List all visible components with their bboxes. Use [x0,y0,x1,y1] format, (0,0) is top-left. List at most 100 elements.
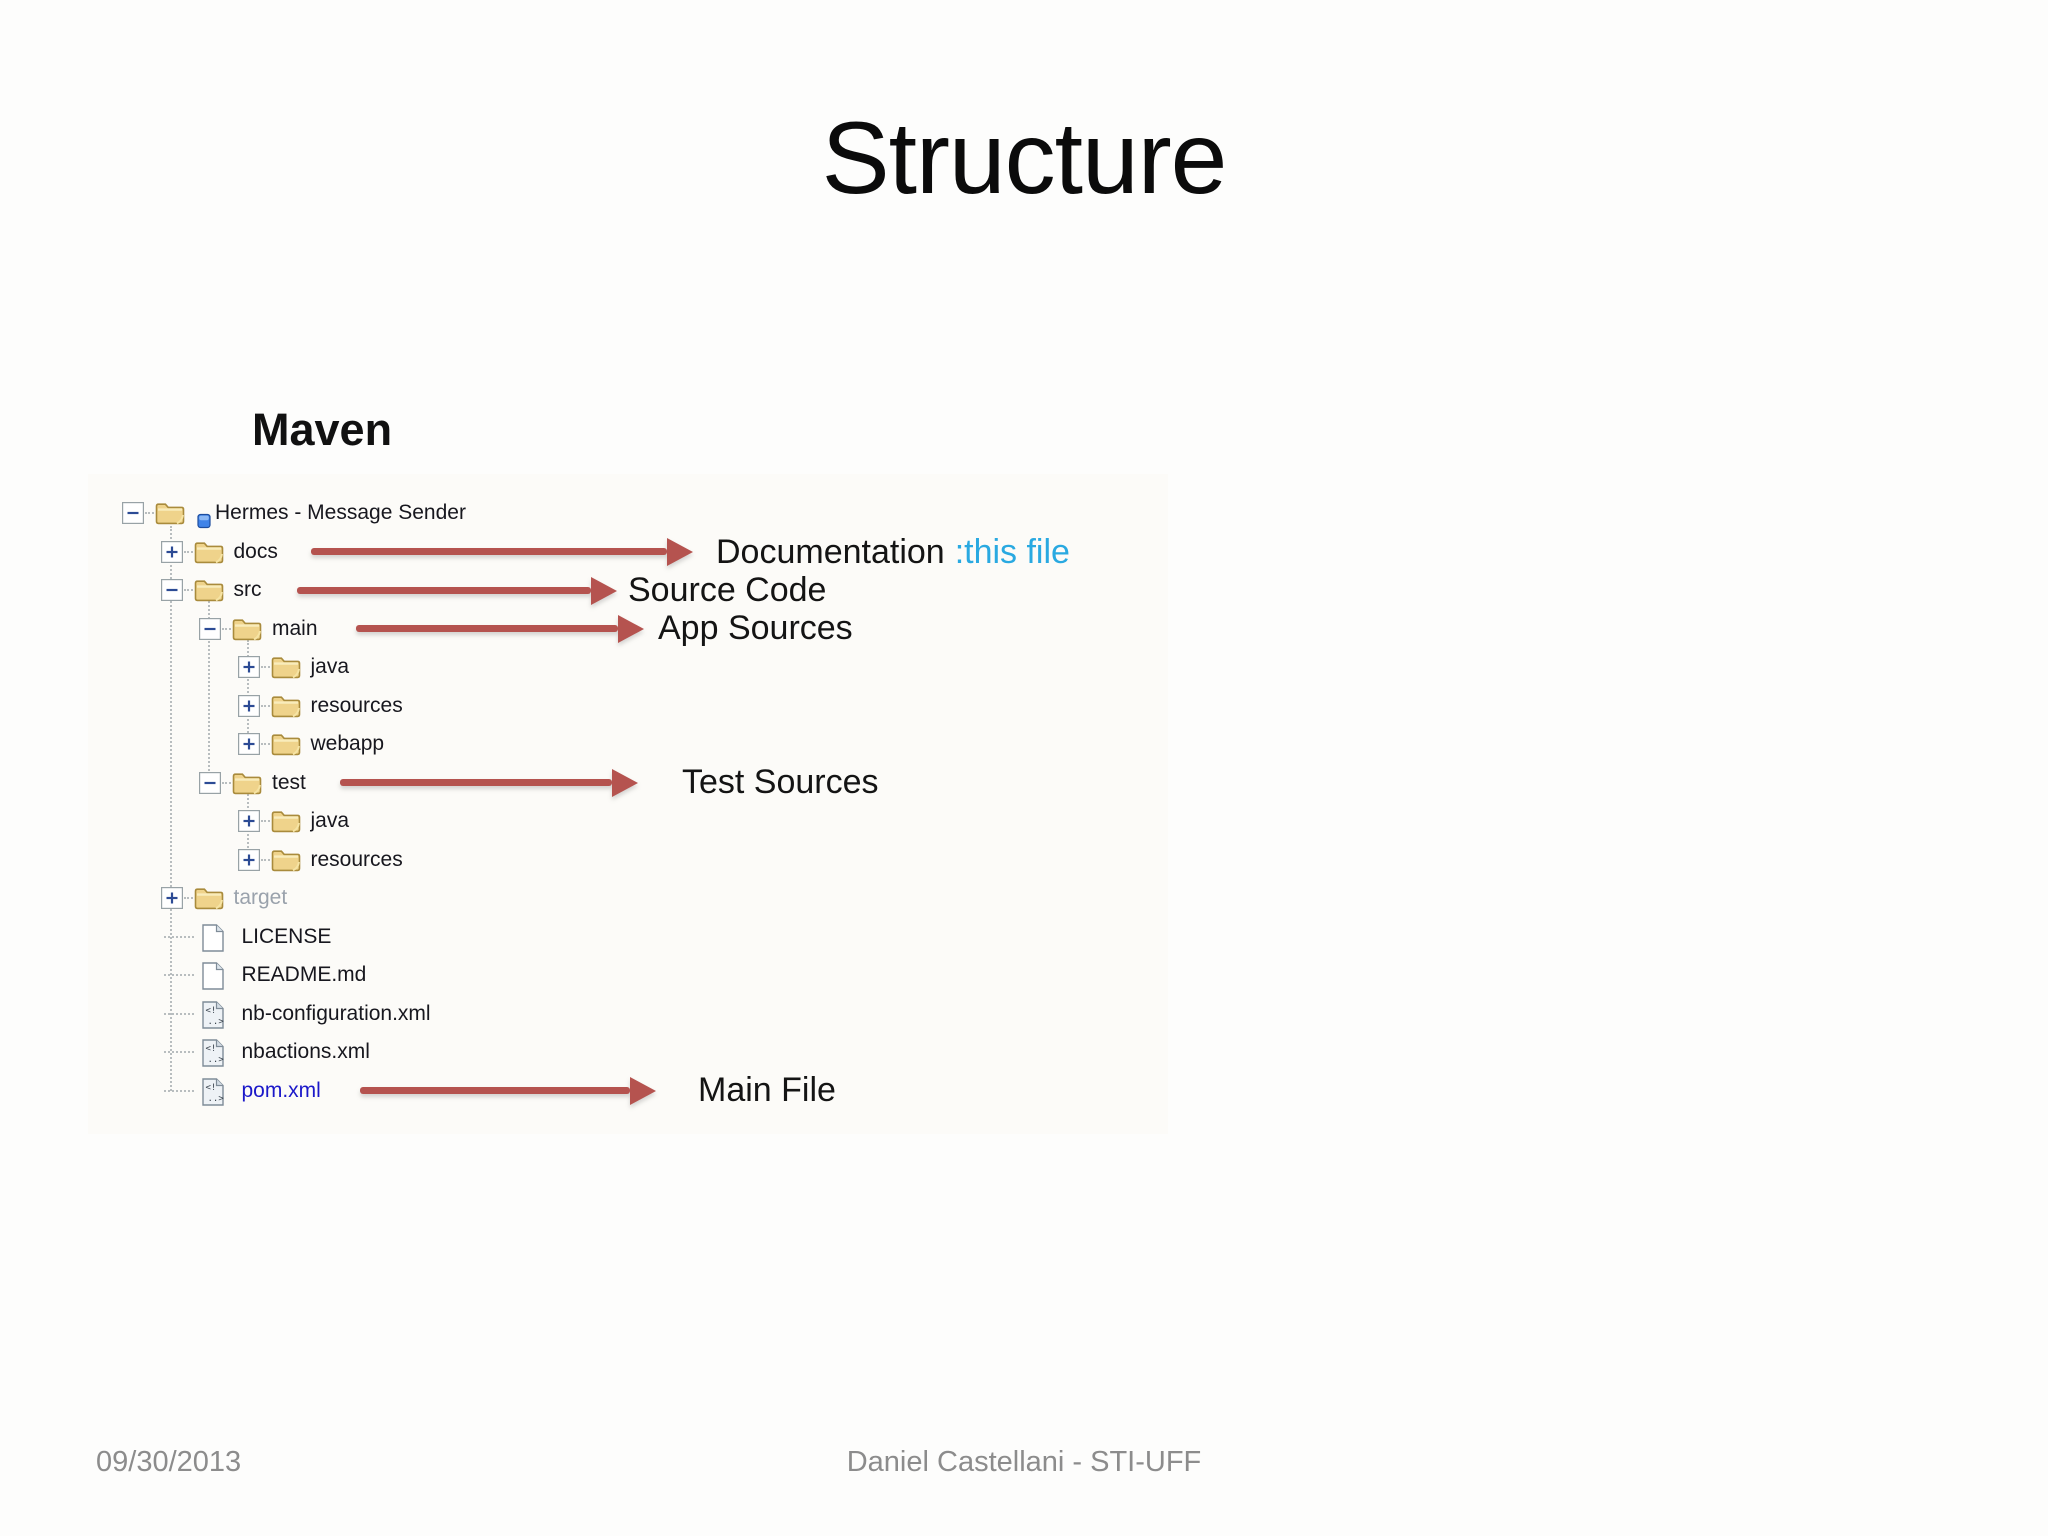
svg-text:<!: <! [205,1083,216,1093]
tree-item-webapp: webapp [118,725,1018,764]
tree-item-license: LICENSE [118,918,1018,957]
expand-toggle-minus-icon[interactable] [198,617,222,640]
arrow-src-source-code [297,587,591,594]
file-icon [201,962,224,995]
connector-stub [222,781,231,784]
maven-heading: Maven [252,404,393,455]
tree-item-label[interactable]: src [233,578,262,601]
file-icon [201,923,224,957]
connector-stub [164,974,194,976]
folder-icon [232,616,262,646]
tree-item-label[interactable]: java [310,655,350,678]
connector-stub [260,666,270,668]
connector-stub [145,512,154,514]
expand-toggle-plus-icon[interactable] [237,848,260,871]
connector-stub [260,743,270,745]
svg-text:..>: ..> [207,1055,224,1065]
connector-stub [183,589,193,591]
tree-item-label[interactable]: nb-configuration.xml [241,1001,431,1025]
tree-connector [170,526,172,1091]
xml-file-icon: <!..> [201,1039,224,1072]
tree-item-readme-md: README.md [118,956,1018,995]
tree-item-label[interactable]: README.md [241,963,367,986]
connector-stub [183,897,193,899]
expand-toggle-plus-icon[interactable] [160,540,183,563]
connector-stub [260,704,270,707]
folder-icon [271,847,301,877]
footer-date: 09/30/2013 [96,1446,242,1478]
tree-item-resources: resources [118,841,1018,880]
svg-text:..>: ..> [207,1017,224,1027]
arrow-main-app-sources [356,625,618,632]
connector-stub [260,858,270,861]
expand-toggle-minus-icon[interactable] [198,771,222,794]
folder-icon [271,808,301,838]
folder-icon [232,770,262,800]
tree-item-label[interactable]: Hermes - Message Sender [215,501,466,524]
expand-toggle-plus-icon[interactable] [160,886,183,910]
connector-stub [222,627,231,630]
connector-stub [164,1051,194,1053]
xml-file-icon: <!..> [201,1000,224,1034]
tree-item-label[interactable]: docs [233,539,278,563]
expand-toggle-plus-icon[interactable] [237,732,260,756]
svg-text:<!: <! [205,1006,216,1016]
project-badge-icon [197,511,211,534]
tree-item-label[interactable]: resources [310,847,403,871]
tree-item-label[interactable]: pom.xml [241,1078,321,1102]
tree-item-hermes-message-sender: Hermes - Message Sender [118,494,1018,533]
tree-screenshot-region [88,474,1168,1134]
tree-item-label[interactable]: target [233,886,288,909]
svg-text:<!: <! [205,1044,216,1054]
folder-icon [194,577,224,607]
expand-toggle-minus-icon[interactable] [160,578,183,602]
xml-file-icon: <!..> [201,1077,224,1111]
tree-connector [208,601,210,783]
expand-toggle-plus-icon[interactable] [237,694,260,717]
connector-stub [164,1089,194,1092]
annotation-test-sources: Test Sources [682,763,879,801]
expand-toggle-plus-icon[interactable] [237,809,260,833]
tree-item-label[interactable]: main [272,616,318,640]
connector-stub [164,935,194,938]
annotation-accent-text: :this file [954,533,1070,571]
tree-item-label[interactable]: test [272,770,306,794]
tree-item-java: java [118,802,1018,841]
tree-item-label[interactable]: nbactions.xml [241,1040,370,1063]
tree-item-resources: resources [118,687,1018,726]
tree-item-java: java [118,648,1018,687]
connector-stub [164,1012,194,1015]
tree-item-docs: docs [118,533,1018,572]
connector-stub [183,550,193,553]
folder-icon [194,539,224,569]
svg-text:..>: ..> [207,1094,224,1104]
tree-item-nbactions-xml: <!..> nbactions.xml [118,1033,1018,1072]
tree-item-test: test [118,764,1018,803]
tree-item-label[interactable]: LICENSE [241,924,332,948]
project-folder-icon [155,500,185,530]
tree-item-label[interactable]: resources [310,693,403,717]
arrow-docs-documentation [311,548,667,555]
annotation-main-file: Main File [698,1071,836,1109]
tree-item-pom-xml: <!..> pom.xml [118,1072,1018,1111]
expand-toggle-plus-icon[interactable] [237,655,260,679]
tree-connector [247,640,249,745]
tree-item-nb-configuration-xml: <!..> nb-configuration.xml [118,995,1018,1034]
annotation-text: Documentation [716,533,945,571]
tree-item-label[interactable]: java [310,809,350,832]
expand-toggle-minus-icon[interactable] [121,501,145,525]
footer-author: Daniel Castellani - STI-UFF [846,1446,1202,1478]
folder-icon [194,885,224,915]
tree-item-target: target [118,879,1018,918]
annotation-documentation: Documentation:this file [716,531,1070,573]
tree-item-src: src [118,571,1018,610]
annotation-source-code: Source Code [628,571,827,609]
annotation-app-sources: App Sources [658,609,853,647]
arrow-pom-main-file [360,1087,630,1094]
arrow-test-test-sources [340,779,612,786]
tree-item-main: main [118,610,1018,649]
tree-item-label[interactable]: webapp [310,732,385,755]
folder-icon [271,654,301,684]
